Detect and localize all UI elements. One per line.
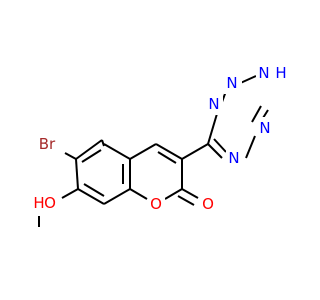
bond-c2-carbonyl-2 [177, 195, 195, 206]
label-bg [30, 192, 60, 214]
bond-c6-c7 [75, 158, 79, 190]
bond-c8-c8a [103, 188, 131, 205]
tetrazole-nh-nitrogen: N [258, 64, 269, 82]
bromine-atom: Br [39, 135, 56, 153]
label-bg [226, 147, 244, 169]
molecule-structure-diagram: Br H O O O N N N N H N [30, 62, 290, 227]
label-bg [149, 193, 165, 213]
bond-c7-c8 [77, 188, 105, 205]
bond-tz-n4-n3 [245, 135, 256, 159]
label-bg [31, 133, 63, 155]
bond-c2-carbonyl [181, 188, 199, 199]
bond-c4-c3 [155, 143, 183, 160]
bond-c5-c6 [101, 139, 105, 147]
carbonyl-oxygen: O [202, 195, 214, 213]
tetrazole-nh-hydrogen: H [275, 64, 286, 82]
hydroxyl-hydrogen: H [33, 194, 44, 212]
bond-c4-c3-inner [157, 151, 177, 164]
bond-o1-c8a [129, 188, 148, 200]
bond-c3-tetrazole [181, 143, 209, 160]
bond-c5-c6-inner [81, 149, 102, 163]
bond-c4a-c5 [103, 143, 131, 160]
bond-c7-c8-inner [83, 183, 105, 197]
label-bg [257, 117, 275, 139]
tetrazole-nitrogen: N [228, 149, 239, 167]
ring-oxygen: O [150, 195, 162, 213]
bond-c6-br [64, 152, 77, 160]
label-bg [200, 193, 216, 213]
label-bg [224, 72, 242, 94]
bond-tz-c5-n4 [207, 143, 223, 159]
bond-tz-c5-n4-2 [213, 138, 227, 153]
bond-c4a-c4 [129, 143, 157, 160]
label-bg [256, 62, 290, 84]
atom-labels: Br H O O O N N N N H N [30, 62, 290, 214]
label-bg [205, 93, 223, 115]
hydroxyl-oxygen: O [44, 194, 56, 212]
bond-tz-n3-n2-2 [251, 105, 262, 123]
bond-c7-o [61, 188, 79, 199]
bond-c5-c6 [75, 139, 103, 160]
bonds [38, 75, 269, 227]
bond-c2-o1 [164, 188, 183, 200]
tetrazole-nitrogen: N [259, 119, 270, 137]
tetrazole-nitrogen: N [208, 95, 219, 113]
tetrazole-nitrogen: N [226, 74, 237, 92]
